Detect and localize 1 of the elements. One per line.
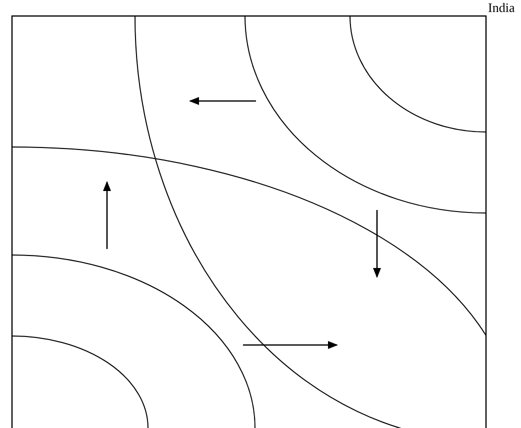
region-label: India xyxy=(488,0,515,16)
